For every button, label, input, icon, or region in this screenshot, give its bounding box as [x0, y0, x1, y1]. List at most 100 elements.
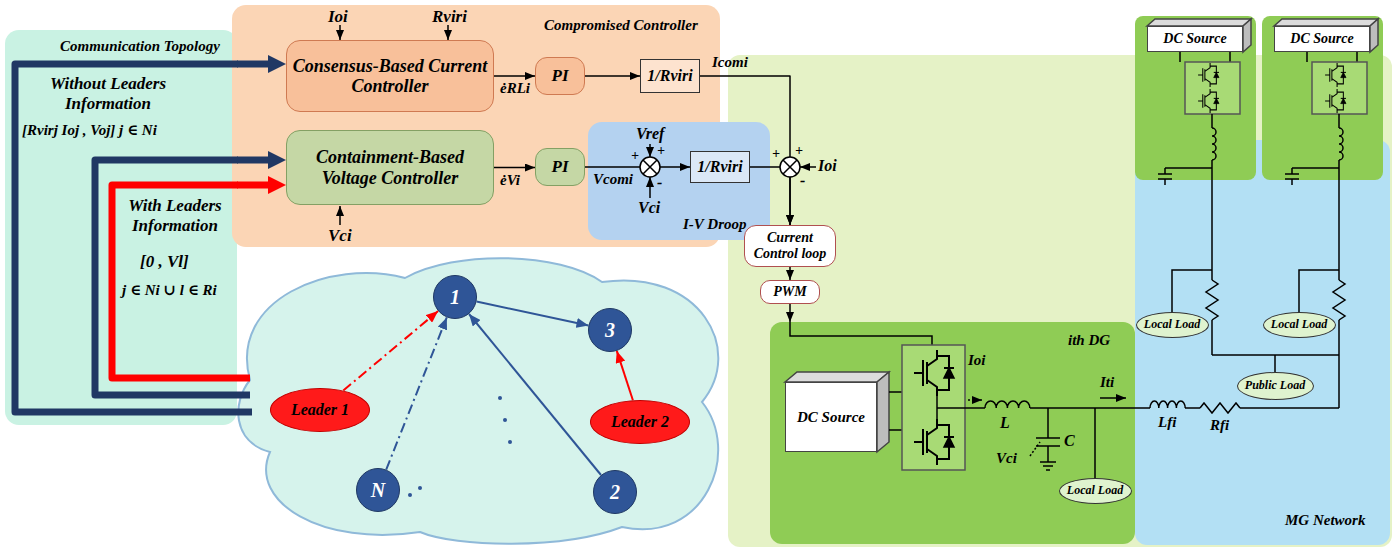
- signal-label: L: [1000, 414, 1010, 432]
- node-text: PI: [552, 157, 569, 176]
- signal-label: Ioi: [328, 7, 348, 27]
- load-ellipse: Local Load: [1263, 312, 1336, 338]
- network-panel: MG Network Local Load Local LoadPublic Loa…: [1135, 140, 1390, 545]
- signal-label: Ioi: [968, 352, 986, 369]
- signal-label: Iti: [1100, 374, 1114, 391]
- control-block: Current Control loop: [744, 225, 836, 267]
- cloud-dots: [408, 396, 512, 497]
- dc-source: DC Source: [1147, 26, 1243, 52]
- node-text: Local Load: [1271, 318, 1327, 331]
- controller-panel-fill: [232, 5, 720, 247]
- signal-label: Vci: [638, 199, 660, 217]
- sign-label: -: [800, 172, 805, 190]
- connector: [386, 317, 447, 469]
- droop-panel-fill: [588, 122, 770, 240]
- thick-comm-lines: [15, 64, 252, 412]
- panel-title: I-V Droop: [683, 216, 747, 233]
- panel-title: Communication Topology: [60, 38, 220, 55]
- sign-label: +: [657, 143, 665, 159]
- gain-block: 1/Rviri: [690, 151, 750, 183]
- signal-label: Rviri: [432, 7, 467, 27]
- node-text: PWM: [773, 284, 806, 300]
- sign-label: +: [795, 143, 803, 159]
- sign-label: -: [657, 174, 662, 192]
- agent-node: 2: [593, 470, 637, 514]
- node-text: Leader 2: [611, 413, 669, 431]
- dg-panel: ith DG DC SourceLocal Load: [770, 322, 1135, 544]
- connector: [585, 75, 640, 77]
- node-text: Current Control loop: [745, 230, 835, 261]
- controller-box: Consensus-Based Current Controller: [286, 40, 494, 112]
- connector: [469, 314, 601, 475]
- network-panel-fill: [1135, 140, 1390, 545]
- dc-source: DC Source: [785, 382, 877, 452]
- ith-dg-circuit: [785, 345, 1150, 478]
- signal-label: With Leaders Information: [116, 196, 234, 235]
- signal-label: Vref: [636, 125, 664, 143]
- connector: [789, 267, 791, 280]
- panel-title: ith DG: [1068, 332, 1110, 349]
- connector: [477, 302, 589, 326]
- signal-label: j ∈ Ni ∪ l ∈ Ri: [122, 282, 217, 299]
- connector: [237, 61, 274, 68]
- connector: [789, 304, 791, 322]
- node-text: N: [371, 479, 385, 501]
- topology-panel-fill: [5, 30, 237, 425]
- signal-label: C: [1064, 432, 1075, 450]
- load-ellipse: Local Load: [1136, 312, 1209, 338]
- dg-panel: [1135, 16, 1256, 180]
- node-text: DC Source: [797, 409, 865, 426]
- connector-label: ėVi: [500, 172, 520, 189]
- pi-block: PI: [535, 57, 585, 95]
- node-text: Leader 1: [291, 401, 349, 419]
- panel-title: MG Network: [1285, 512, 1365, 529]
- node-text: Local Load: [1067, 484, 1123, 497]
- signal-label: [0 , Vl]: [140, 252, 189, 272]
- node-text: 1/Rviri: [697, 158, 742, 176]
- network-circuit: [1147, 19, 1378, 413]
- connector: [494, 75, 535, 77]
- node-text: 2: [610, 481, 620, 503]
- connector: [237, 182, 274, 189]
- connector-label: ėRLi: [500, 80, 530, 97]
- leader-node: Leader 2: [590, 400, 690, 444]
- connector-label: Vcomi: [593, 171, 633, 188]
- controller-box: Containment-Based Voltage Controller: [286, 130, 494, 205]
- load-ellipse: Public Load: [1237, 372, 1314, 400]
- dc-source: DC Source: [1274, 26, 1370, 52]
- connector: [617, 351, 633, 400]
- agent-node: 1: [433, 275, 477, 319]
- panel-fills: [5, 5, 1390, 545]
- pwm-block: PWM: [760, 280, 820, 304]
- panel-title: Compromised Controller: [544, 17, 698, 34]
- gain-block: 1/Rviri: [640, 59, 700, 93]
- pi-block: PI: [535, 148, 585, 186]
- signal-label: Rfi: [1210, 417, 1229, 434]
- leader-node: Leader 1: [270, 388, 370, 432]
- node-text: Public Load: [1245, 379, 1305, 392]
- node-text: DC Source: [1163, 31, 1226, 47]
- node-text: 3: [605, 319, 615, 341]
- signal-label: Ioi: [818, 157, 837, 175]
- node-text: 1/Rviri: [647, 67, 692, 85]
- node-text: Containment-Based Voltage Controller: [287, 147, 493, 187]
- node-text: Consensus-Based Current Controller: [287, 56, 493, 96]
- connector: [343, 311, 438, 390]
- node-text: PI: [552, 66, 569, 85]
- sign-label: +: [631, 148, 639, 164]
- dg-panel-fill: [770, 322, 1135, 544]
- node-text: DC Source: [1290, 31, 1353, 47]
- node-text: 1: [450, 286, 460, 308]
- communication-cloud: [238, 258, 718, 544]
- connector: [585, 166, 690, 168]
- signal-label: Lfi: [1158, 414, 1176, 431]
- connector: [494, 167, 535, 169]
- agent-node: N: [356, 468, 400, 512]
- agent-node: 3: [588, 308, 632, 352]
- signal-label: [Rvirj Ioj , Voj] j ∈ Ni: [22, 122, 157, 139]
- signal-label: Without Leaders Information: [28, 74, 188, 113]
- connector: [237, 157, 274, 164]
- signal-label: Vci: [996, 450, 1017, 467]
- sign-label: +: [772, 146, 780, 162]
